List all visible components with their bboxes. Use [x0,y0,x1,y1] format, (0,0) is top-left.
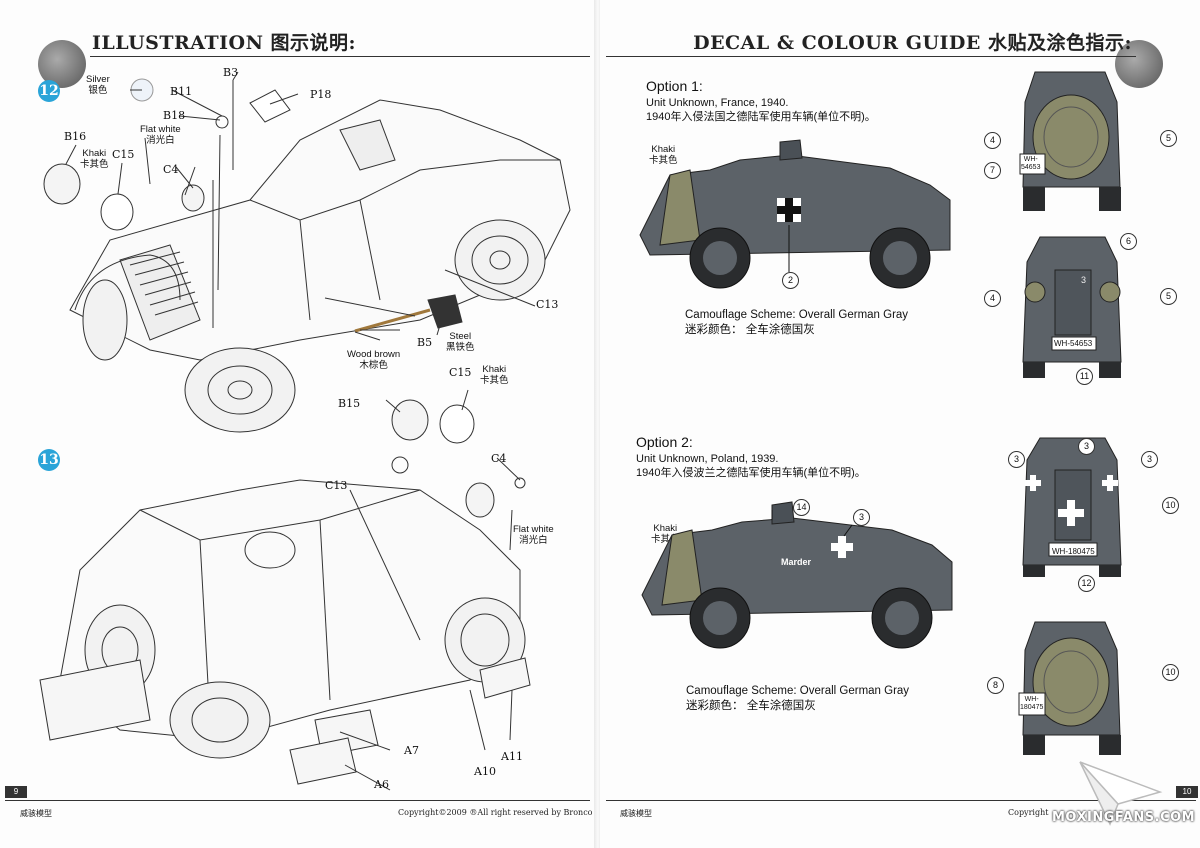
option-1-rear-view [1019,71,1121,211]
footer-copyright: Copyright [1008,808,1049,817]
step-13-badge: 13 [38,449,60,471]
option-2-unit-cn: 1940年入侵波兰之德陆军使用车辆(单位不明)。 [636,467,866,479]
option-1-hood-number: 3 [1081,275,1087,285]
callout-3-side: 3 [853,509,870,526]
label-13-b15: B15 [338,397,361,410]
footer-rule [5,800,590,801]
label-c4: C4 [163,163,179,176]
footer-brand: 威骇模型 [620,809,652,818]
option-1-front-plate: WH-54653 [1054,339,1093,348]
option-1-camo-en: Camouflage Scheme: Overall German Gray [685,309,909,321]
callout-2: 2 [782,272,799,289]
option-1-rear-plate: WH-54653 [1021,156,1041,171]
moxingfans-logo [1079,761,1163,826]
callout-10-rear: 10 [1162,664,1179,681]
callout-14: 14 [793,499,810,516]
header-rule [606,56,1136,57]
callout-3-left: 3 [1008,451,1025,468]
label-13-c15: C15 [449,366,472,379]
footer-brand: 威骇模型 [20,809,52,818]
option-2-front-plate: WH-180475 [1052,547,1095,556]
white-cross-marking [831,536,853,558]
label-a10: A10 [474,765,496,778]
page-number: 10 [1176,786,1198,798]
balkenkreuz-marking [777,198,801,222]
label-c13: C13 [536,298,559,311]
callout-7: 7 [984,162,1001,179]
callout-5-front: 5 [1160,288,1177,305]
option-2-front-view [1022,437,1122,577]
option-1-camo-cn: 迷彩颜色： 全车涂德国灰 [685,324,815,336]
label-13-c4: C4 [491,452,507,465]
callout-6: 6 [1120,233,1137,250]
label-13-c13: C13 [325,479,348,492]
label-p18: P18 [310,88,332,101]
callout-3-right: 3 [1141,451,1158,468]
callout-11: 11 [1076,368,1093,385]
page-gutter [594,0,602,848]
callout-12: 12 [1078,575,1095,592]
callout-5: 5 [1160,130,1177,147]
option-2-side-view [641,501,953,649]
label-a11: A11 [501,750,523,763]
label-a6: A6 [374,778,389,791]
callout-8: 8 [987,677,1004,694]
step-12-drawing [43,71,571,433]
option-2-side-name: Marder [781,557,812,567]
option-2-title: Option 2: [636,434,693,450]
watermark-text: MOXINGFANS.COM [1052,810,1196,825]
option-2-camo-cn: 迷彩颜色： 全车涂德国灰 [686,700,816,712]
option-1-unit: Unit Unknown, France, 1940. [646,97,789,109]
callout-4-front: 4 [984,290,1001,307]
label-b11: B11 [170,85,193,98]
option-2-rear-view [1018,621,1121,755]
label-b18: B18 [163,109,186,122]
option-1-front-view [1022,236,1122,378]
callout-10-front: 10 [1162,497,1179,514]
page-header: DECAL & COLOUR GUIDE 水贴及涂色指示: [693,32,1132,54]
option-1-unit-cn: 1940年入侵法国之德陆军使用车辆(单位不明)。 [646,111,876,123]
page-header: ILLUSTRATION 图示说明: [92,32,357,54]
option-1-title: Option 1: [646,78,703,94]
page-corner-decoration [1115,40,1163,88]
page-number: 9 [5,786,27,798]
callout-3-top: 3 [1078,438,1095,455]
label-b3: B3 [223,66,239,79]
label-a7: A7 [404,744,419,757]
option-2-camo-en: Camouflage Scheme: Overall German Gray [686,685,910,697]
option-2-rear-plate: WH-180475 [1020,696,1044,711]
label-b16: B16 [64,130,87,143]
footer-copyright: Copyright©2009 ®All right reserved by Br… [398,808,596,817]
header-rule [90,56,590,57]
step-12-badge: 12 [38,80,60,102]
illustration-page: ILLUSTRATION 图示说明: 12 13 [0,0,597,848]
label-c15: C15 [112,148,135,161]
step-13-drawing [39,389,531,791]
label-b5: B5 [417,336,433,349]
option-1-side-view [639,139,951,289]
option-2-unit: Unit Unknown, Poland, 1939. [636,453,779,465]
footer-rule [606,800,1196,801]
decal-colour-page: DECAL & COLOUR GUIDE 水贴及涂色指示: Option 1: … [600,0,1200,848]
callout-4: 4 [984,132,1001,149]
